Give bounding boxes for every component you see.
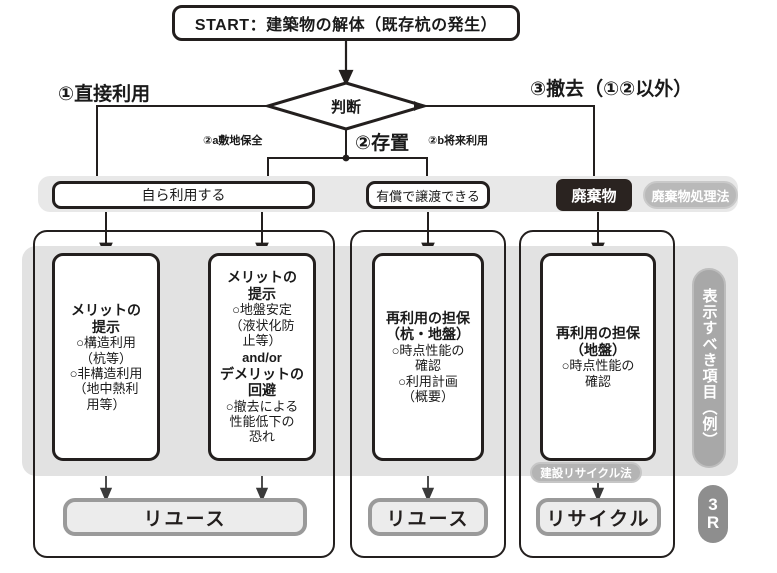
card-heading-line3: デメリットの [220, 365, 304, 382]
result-reuse-direct: リユース [63, 498, 307, 536]
card-bullet: （概要） [401, 388, 454, 404]
badge-3r-line1: 3 [708, 495, 718, 515]
card-bullet: 恐れ [248, 429, 275, 445]
card-heading-line1: 再利用の担保 [556, 325, 640, 342]
card-bullet: ○利用計画 [398, 373, 458, 389]
card-heading-line1: メリットの [227, 269, 297, 286]
card-heading-line1: メリットの [70, 302, 141, 319]
column-direct-use [33, 230, 335, 558]
card-reuse-guarantee-ground: 再利用の担保 （地盤） ○時点性能の 確認 [540, 253, 656, 461]
card-bullet: （杭等） [79, 350, 132, 366]
sub-branch-label-site-preservation: ②a敷地保全 [203, 135, 263, 147]
card-bullet: （地中熱利 [73, 381, 139, 397]
status-box-self-use: 自ら利用する [52, 181, 315, 209]
result-recycle: リサイクル [536, 498, 661, 536]
card-merit-structural: メリットの 提示 ○構造利用 （杭等） ○非構造利用 （地中熱利 用等） [52, 253, 160, 461]
card-conjunction: and/or [242, 350, 282, 366]
card-bullet: ○撤去による [225, 398, 299, 414]
badge-construction-recycle-law: 建設リサイクル法 [530, 462, 642, 483]
card-heading-line2: 提示 [248, 285, 276, 302]
card-heading-line2: （地盤） [570, 341, 626, 358]
card-bullet: 止等） [242, 333, 282, 348]
branch-label-retention: ②存置 [355, 133, 410, 154]
card-reuse-guarantee-pile-ground: 再利用の担保 （杭・地盤） ○時点性能の 確認 ○利用計画 （概要） [372, 253, 484, 461]
card-heading-line2: 提示 [91, 318, 120, 335]
sub-branch-label-future-use: ②b将来利用 [428, 135, 489, 147]
card-bullet: 用等） [86, 396, 126, 412]
card-bullet: （液状化防 [229, 317, 295, 333]
decision-node-label: 判断 [330, 98, 361, 116]
card-heading-line1: 再利用の担保 [386, 309, 470, 326]
card-bullet: 確認 [414, 358, 441, 374]
branch-label-direct-use: ①直接利用 [58, 84, 151, 105]
badge-3r: 3 R [698, 485, 728, 543]
result-reuse-transfer: リユース [368, 498, 488, 536]
status-box-paid-transfer: 有償で譲渡できる [366, 181, 490, 209]
card-bullet: ○時点性能の [391, 342, 465, 358]
card-heading-line2: （杭・地盤） [386, 326, 470, 343]
branch-label-removal: ③撤去（①②以外） [530, 79, 693, 100]
badge-3r-line2: R [706, 513, 720, 532]
card-bullet: ○非構造利用 [69, 365, 143, 381]
card-bullet: 確認 [584, 373, 611, 389]
badge-waste-disposal-law: 廃棄物処理法 [643, 181, 738, 209]
label-display-items: 表示すべき項目（例） [692, 268, 726, 468]
card-bullet: ○地盤安定 [232, 302, 292, 318]
card-bullet: 性能低下の [229, 414, 295, 430]
card-bullet: ○構造利用 [76, 335, 136, 351]
card-merit-ground: メリットの 提示 ○地盤安定 （液状化防 止等） and/or デメリットの 回… [208, 253, 316, 461]
card-bullet: ○時点性能の [561, 358, 635, 374]
card-heading-line4: 回避 [248, 382, 276, 399]
status-box-waste: 廃棄物 [556, 179, 632, 211]
start-node: START：建築物の解体（既存杭の発生） [172, 5, 520, 41]
